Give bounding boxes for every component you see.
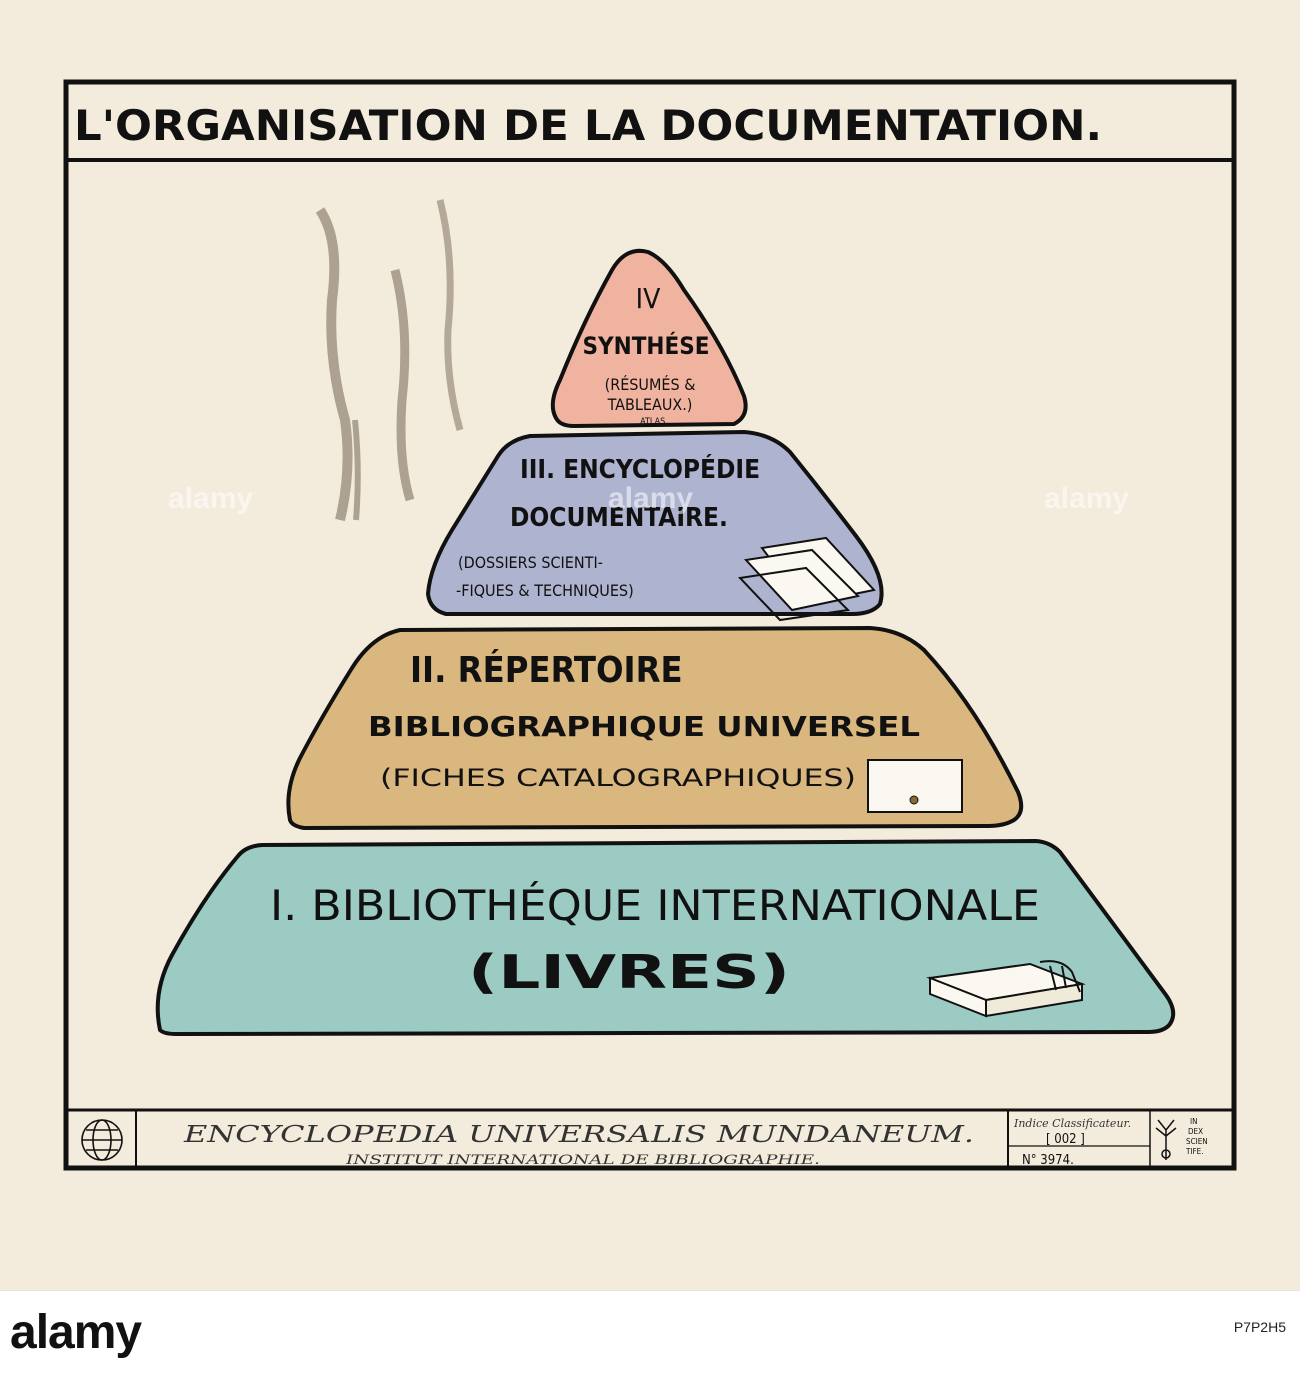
tier-3-line-4: -FIQUES & TECHNIQUES) bbox=[456, 581, 634, 600]
index-logo-line-3: SCIEN bbox=[1186, 1137, 1208, 1146]
footer-main: ENCYCLOPEDIA UNIVERSALIS MUNDANEUM. bbox=[183, 1122, 974, 1148]
pyramid-poster: L'ORGANISATION DE LA DOCUMENTATION. IV S… bbox=[63, 79, 1237, 1171]
tier-4-shape bbox=[550, 248, 748, 429]
footer-sub: INSTITUT INTERNATIONAL DE BIBLIOGRAPHIE. bbox=[345, 1153, 820, 1168]
indice-value: [ 002 ] bbox=[1046, 1132, 1085, 1147]
tier-1-shape bbox=[155, 838, 1176, 1037]
poster-frame bbox=[63, 79, 1237, 1171]
stock-brand-logo: alamy bbox=[10, 1306, 142, 1359]
tier-3-line-1: III. ENCYCLOPÉDIE bbox=[520, 453, 760, 485]
tier-1-line-1: I. BIBLIOTHÉQUE INTERNATIONALE bbox=[270, 880, 1040, 930]
tier-2-shape bbox=[286, 625, 1024, 831]
tier-1-line-2: (LIVRES) bbox=[468, 945, 790, 999]
stock-image-code: P7P2H5 bbox=[1233, 1319, 1286, 1335]
tier-4-line-3: TABLEAUX.) bbox=[607, 395, 693, 414]
stock-footer: alamy P7P2H5 bbox=[0, 1290, 1300, 1375]
catalog-card-icon bbox=[867, 759, 963, 813]
tier-2-line-2: BIBLIOGRAPHIQUE UNIVERSEL bbox=[368, 710, 920, 743]
tier-4-line-1: SYNTHÉSE bbox=[582, 331, 709, 360]
tier-2-line-3: (FICHES CATALOGRAPHIQUES) bbox=[380, 764, 856, 792]
tier-3-line-3: (DOSSIERS SCIENTI- bbox=[458, 553, 603, 572]
index-logo-line-4: TIFE. bbox=[1185, 1147, 1204, 1156]
tier-2-line-1: II. RÉPERTOIRE bbox=[410, 649, 683, 691]
poster-number: N° 3974. bbox=[1022, 1153, 1074, 1168]
watermark-center: alamy bbox=[608, 482, 693, 515]
indice-label: Indice Classificateur. bbox=[1013, 1117, 1131, 1130]
tier-3-line-2: DOCUMENTAIRE. bbox=[510, 503, 728, 533]
tier-4-note: ATLAS. bbox=[640, 417, 668, 427]
tier-4-numeral: IV bbox=[636, 282, 661, 315]
ink-smudge bbox=[315, 199, 464, 522]
dossiers-icon bbox=[737, 536, 876, 622]
poster-title: L'ORGANISATION DE LA DOCUMENTATION. bbox=[74, 101, 1102, 150]
tier-4-line-2: (RÉSUMÉS & bbox=[605, 375, 696, 394]
watermark-left: alamy bbox=[168, 482, 253, 515]
globe-icon bbox=[81, 1119, 123, 1161]
index-logo-line-2: DEX bbox=[1188, 1127, 1203, 1136]
watermark-right: alamy bbox=[1044, 482, 1129, 515]
book-icon bbox=[926, 960, 1086, 1018]
index-logo-line-1: IN bbox=[1190, 1117, 1198, 1126]
index-logo-icon bbox=[1155, 1119, 1177, 1160]
